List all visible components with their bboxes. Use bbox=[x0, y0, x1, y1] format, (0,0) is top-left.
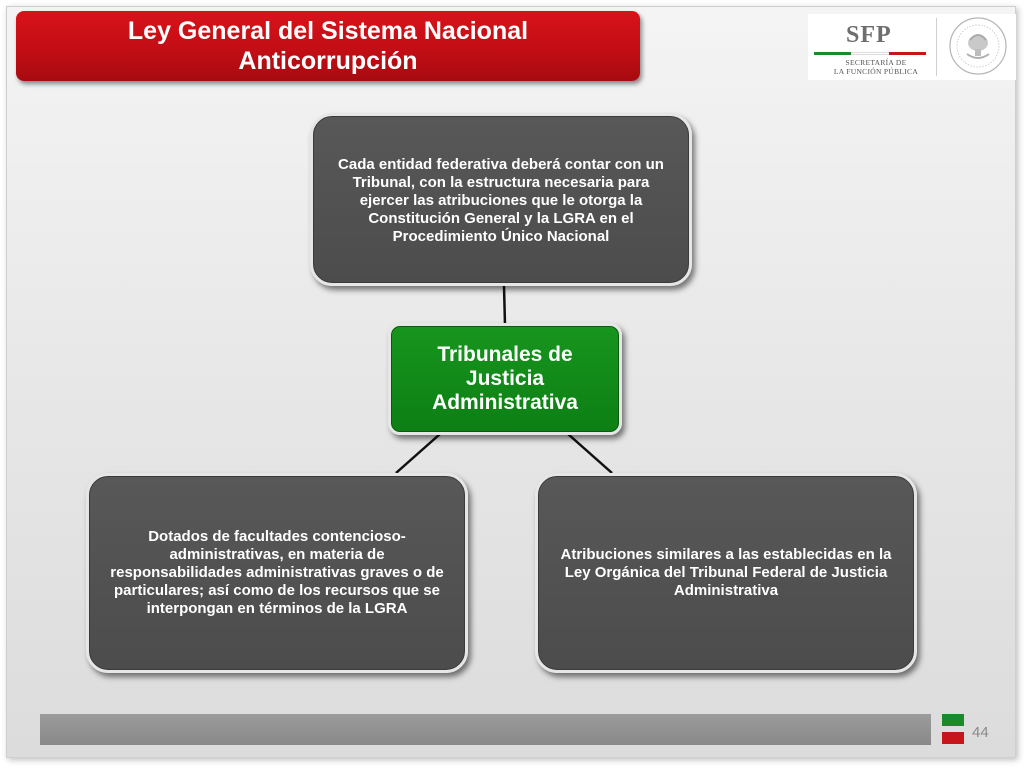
sfp-logo-subtitle: SECRETARÍA DE LA FUNCIÓN PÚBLICA bbox=[828, 58, 924, 76]
center-node-label: Tribunales de Justicia Administrativa bbox=[432, 343, 578, 414]
title-banner: Ley General del Sistema Nacional Anticor… bbox=[16, 11, 640, 81]
logo-divider bbox=[936, 18, 937, 76]
footer-flag-red bbox=[942, 732, 964, 744]
top-branch-box: Cada entidad federativa deberá contar co… bbox=[310, 113, 692, 286]
title-line-1: Ley General del Sistema Nacional bbox=[127, 17, 529, 45]
mexican-coat-of-arms-seal-icon bbox=[949, 17, 1007, 75]
connector-left bbox=[395, 433, 441, 474]
sfp-logo-text: SFP bbox=[846, 22, 892, 48]
sfp-subtitle-line-2: LA FUNCIÓN PÚBLICA bbox=[833, 67, 919, 76]
sfp-subtitle-line-1: SECRETARÍA DE bbox=[845, 58, 907, 67]
connector-right bbox=[567, 433, 613, 474]
right-branch-text: Atribuciones similares a las establecida… bbox=[560, 546, 892, 599]
footer-bar bbox=[40, 714, 931, 745]
top-branch-text: Cada entidad federativa deberá contar co… bbox=[338, 156, 664, 245]
center-node-box: Tribunales de Justicia Administrativa bbox=[388, 323, 622, 435]
right-branch-box: Atribuciones similares a las establecida… bbox=[535, 473, 917, 673]
connector-top bbox=[502, 285, 507, 326]
footer-flag-green bbox=[942, 714, 964, 726]
left-branch-text: Dotados de facultades contencioso-admini… bbox=[110, 528, 444, 617]
sfp-flag-stripe bbox=[814, 52, 926, 55]
title-line-2: Anticorrupción bbox=[238, 47, 418, 75]
page-number: 44 bbox=[972, 724, 989, 741]
left-branch-box: Dotados de facultades contencioso-admini… bbox=[86, 473, 468, 673]
sfp-logo: SFP SECRETARÍA DE LA FUNCIÓN PÚBLICA bbox=[808, 14, 1016, 80]
